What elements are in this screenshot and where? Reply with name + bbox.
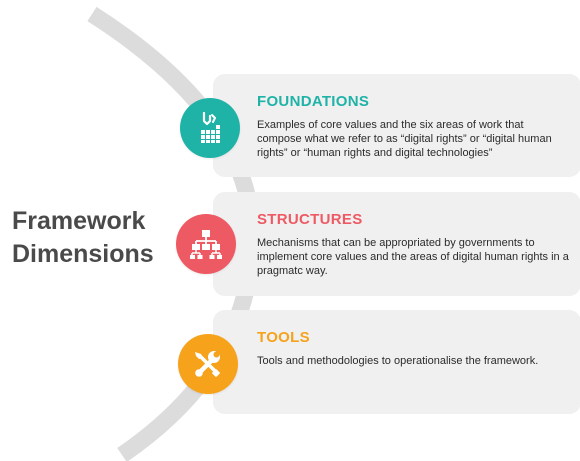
wrench-screwdriver-icon <box>195 351 220 377</box>
title-line-2: Dimensions <box>12 240 154 268</box>
foundations-card: FOUNDATIONS Examples of core values and … <box>213 74 580 177</box>
org-chart-icon <box>190 230 222 259</box>
hand-building-icon <box>201 111 220 143</box>
structures-icon-badge <box>176 214 236 274</box>
framework-title: Framework Dimensions <box>12 205 154 271</box>
structures-title: STRUCTURES <box>257 211 363 228</box>
foundations-title: FOUNDATIONS <box>257 93 370 110</box>
title-line-1: Framework <box>12 207 146 235</box>
tools-title: TOOLS <box>257 329 310 346</box>
structures-card: STRUCTURES Mechanisms that can be approp… <box>213 192 580 296</box>
tools-icon-badge <box>178 334 238 394</box>
tools-card: TOOLS Tools and methodologies to operati… <box>213 310 580 414</box>
foundations-description: Examples of core values and the six area… <box>257 119 552 159</box>
tools-description: Tools and methodologies to operationalis… <box>257 355 539 367</box>
foundations-icon-badge <box>180 98 240 158</box>
structures-description: Mechanisms that can be appropriated by g… <box>257 237 569 277</box>
